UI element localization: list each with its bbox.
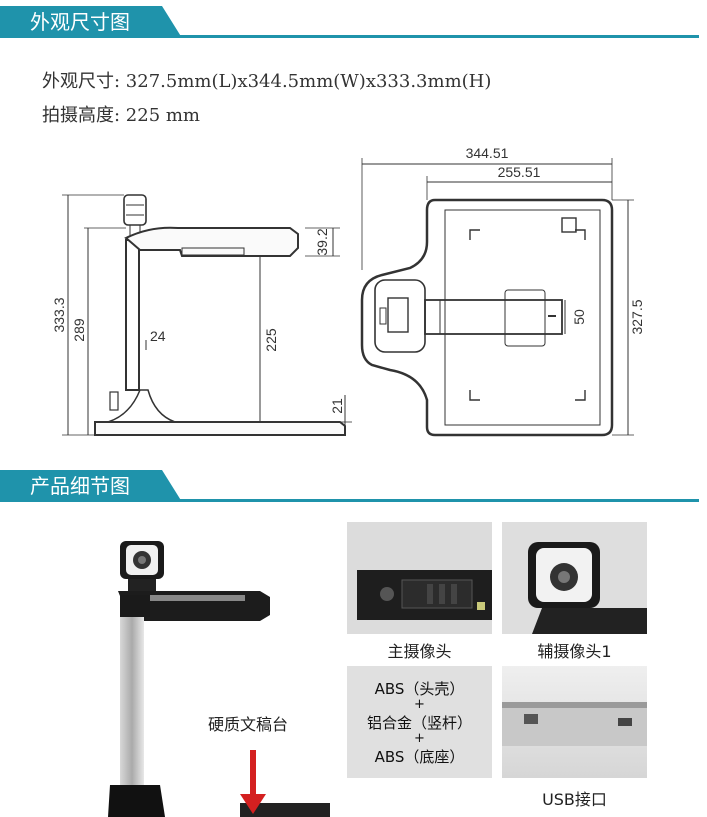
material-pole: 铝合金（竖杆） [366, 714, 472, 732]
technical-drawing: 333.3 289 24 225 39.2 21 344.51 255. [51, 145, 645, 437]
aux-camera-caption: 辅摄像头1 [537, 642, 612, 661]
section-title: 产品细节图 [0, 470, 182, 502]
section-title: 外观尺寸图 [0, 6, 182, 38]
material-head: ABS（头壳） [374, 680, 465, 698]
side-view-labels: 333.3 289 24 225 39.2 21 [51, 228, 345, 414]
dim-base: 21 [329, 398, 345, 414]
dim-shoot-height: 225 [263, 328, 279, 352]
side-view-drawing [62, 194, 352, 436]
arrow-down-icon [240, 750, 266, 814]
dim-length: 327.5 [629, 299, 645, 334]
scanner-product-image [108, 541, 330, 817]
main-camera-caption: 主摄像头 [387, 642, 452, 661]
dim-arm: 50 [571, 309, 587, 325]
material-base: ABS（底座） [374, 748, 465, 766]
usb-port-photo [502, 666, 647, 778]
banner-rule [0, 499, 699, 502]
main-camera-photo [347, 522, 492, 634]
dim-total-height: 333.3 [51, 297, 67, 332]
material-info-box: ABS（头壳） + 铝合金（竖杆） + ABS（底座） [347, 666, 492, 778]
top-view-labels: 344.51 255.51 327.5 50 [466, 145, 645, 335]
dim-width-inner: 255.51 [498, 164, 541, 180]
aux-camera-photo [502, 522, 647, 634]
material-plus: + [414, 697, 425, 712]
banner-rule [0, 35, 699, 38]
dim-arm-height: 289 [71, 318, 87, 342]
usb-caption: USB接口 [542, 790, 607, 809]
top-view-drawing [360, 158, 634, 437]
dim-head-depth: 39.2 [314, 228, 330, 255]
section-banner-dimensions: 外观尺寸图 [0, 6, 707, 38]
dim-width-outer: 344.51 [466, 145, 509, 161]
shooting-height-spec: 拍摄高度: 225 mm [42, 105, 201, 126]
dim-pole: 24 [150, 328, 166, 344]
platform-label: 硬质文稿台 [208, 715, 289, 734]
section-banner-details: 产品细节图 [0, 470, 707, 502]
dimensions-spec: 外观尺寸: 327.5mm(L)x344.5mm(W)x333.3mm(H) [42, 71, 492, 92]
material-plus: + [414, 731, 425, 746]
